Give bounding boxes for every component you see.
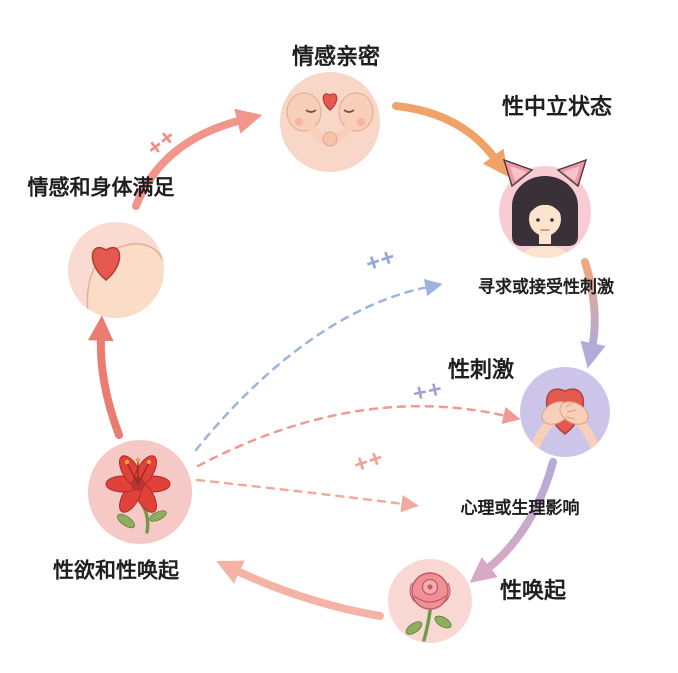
cat-ear-woman-icon: [499, 158, 591, 258]
rose-icon: [388, 559, 472, 643]
dashed-arrow-desire-to-influence: [195, 478, 419, 513]
arrow-neutral-to-stimuli: [580, 258, 606, 369]
heart-icon: [91, 247, 121, 281]
label-psych-influence: 心理或生理影响: [460, 498, 580, 518]
two-faces-heart-icon: [280, 72, 380, 172]
plus-mark-desire-to-stimuli: ++: [410, 375, 446, 408]
heart-on-body-icon: [68, 222, 164, 318]
dashed-arrows: [194, 278, 521, 513]
label-emotional-intimacy: 情感亲密: [291, 44, 381, 69]
dashed-arrow-desire-to-stimuli: [196, 405, 521, 468]
arrow-satisfaction-to-intimacy: [132, 108, 263, 210]
label-seek-stimuli: 寻求或接受性刺激: [478, 277, 614, 297]
arrow-desire-to-satisfaction: [88, 315, 123, 439]
label-satisfaction: 情感和身体满足: [27, 176, 175, 200]
arrow-stimuli-to-arousal: [469, 458, 557, 583]
label-desire-arousal: 性欲和性唤起: [53, 559, 179, 583]
red-flower-icon: [88, 440, 192, 544]
label-neutral-state: 性中立状态: [501, 94, 613, 119]
heart-icon: [322, 93, 338, 111]
hands-over-heart-icon: [520, 367, 610, 457]
arrow-arousal-to-desire: [216, 560, 384, 620]
label-sexual-stimuli: 性刺激: [447, 357, 515, 382]
arrow-intimacy-to-neutral: [392, 102, 509, 177]
label-arousal: 性唤起: [499, 578, 567, 603]
cycle-arrows: [88, 102, 606, 620]
dashed-arrow-desire-to-seek: [194, 278, 443, 452]
